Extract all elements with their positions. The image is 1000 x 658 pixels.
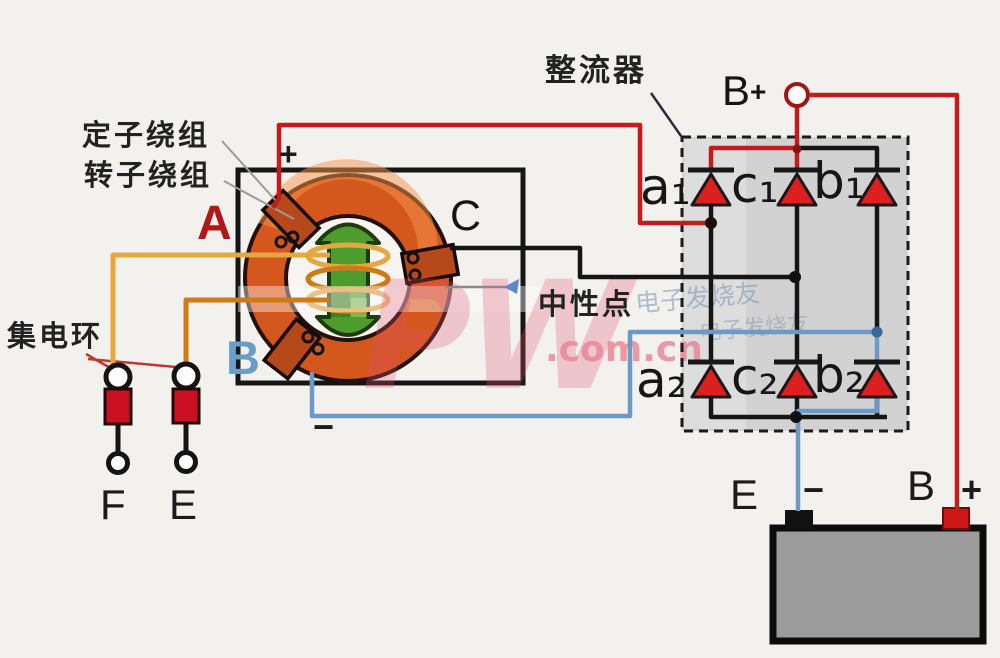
stator-minus-label: −	[313, 406, 335, 447]
junction-phase-a	[705, 217, 717, 229]
junction-phase-c	[789, 271, 801, 283]
terminal-e-circle	[174, 450, 198, 474]
phase-c-wire	[450, 245, 795, 280]
terminal-e-label: E	[169, 481, 198, 528]
stator-plus-label: +	[279, 136, 298, 172]
bplus-output-wire	[810, 92, 960, 510]
battery-plus-label: +	[961, 469, 983, 510]
bplus-label: B+	[722, 70, 766, 112]
watermark-site: .com.cn	[545, 329, 703, 370]
slip-ring-label: 集电环	[7, 321, 104, 353]
field-wire-gold	[110, 252, 330, 366]
battery	[769, 507, 987, 645]
rectifier-pointer	[649, 92, 683, 137]
diode-b1-label: b₁	[813, 152, 865, 210]
junction-bplus	[792, 144, 802, 154]
terminal-f-label: F	[100, 481, 126, 528]
stator-winding-label: 定子绕组	[82, 120, 211, 152]
junction-phase-b	[871, 326, 883, 338]
bplus-letter: B	[722, 67, 751, 114]
junction-negative	[790, 411, 802, 423]
diodes	[688, 167, 900, 399]
positive-bus-red-left	[708, 145, 795, 170]
battery-e-label: E	[730, 471, 759, 518]
phase-b-wire	[309, 329, 880, 511]
negative-bus	[708, 397, 887, 420]
phase-b-label: B	[226, 331, 260, 384]
wires	[110, 92, 960, 511]
phase-c-label: C	[450, 192, 482, 240]
diode-b2-label: b₂	[813, 346, 865, 404]
diode-c1-triangle	[776, 172, 818, 207]
positive-bus-black-right	[795, 145, 880, 170]
diode-a2-label: a₂	[636, 351, 687, 409]
winding-bottom-left	[261, 316, 323, 382]
battery-negative-post	[785, 510, 813, 529]
stator-winding-pointer	[221, 140, 278, 203]
battery-positive-post	[942, 507, 970, 530]
field-wire-orange	[183, 297, 330, 365]
phase-a-label: A	[197, 197, 232, 250]
rotor-winding-pointer	[223, 180, 295, 220]
diode-c1-label: c₁	[731, 156, 779, 214]
brush-f-body	[103, 387, 133, 426]
phase-a-wire	[276, 122, 708, 226]
diode-c2-triangle	[776, 364, 818, 399]
slip-ring-pointer-2	[87, 357, 177, 369]
neutral-point-label: 中性点	[538, 289, 635, 321]
neutral-point-arrow-icon	[504, 279, 519, 294]
rotor-body	[315, 222, 381, 337]
slip-ring-pointer-1	[85, 352, 113, 371]
diode-b2-triangle	[856, 364, 898, 399]
phase-a-wire-hook	[271, 196, 281, 210]
terminal-f-circle	[106, 451, 130, 475]
battery-b-label: B	[907, 462, 936, 509]
battery-body	[769, 524, 987, 645]
brush-f-ring	[103, 362, 133, 392]
bplus-sign: +	[750, 76, 767, 107]
diode-a1-triangle	[690, 172, 732, 207]
brush-e-body	[171, 387, 201, 425]
rectifier-label: 整流器	[545, 53, 647, 88]
winding-hooks	[274, 230, 422, 356]
brush-e-ring	[171, 361, 201, 391]
diode-b1-triangle	[856, 172, 898, 207]
rotor-winding-label: 转子绕组	[84, 160, 213, 192]
bplus-terminal	[784, 82, 810, 108]
slip-ring-brushes	[103, 361, 201, 475]
pointer-lines	[85, 92, 683, 371]
diode-a2-triangle	[690, 364, 732, 399]
diode-c2-label: c₂	[731, 348, 779, 406]
diode-a1-label: a₁	[640, 158, 691, 216]
diode-cathode-bars	[688, 167, 900, 365]
battery-minus-label: −	[803, 469, 825, 510]
